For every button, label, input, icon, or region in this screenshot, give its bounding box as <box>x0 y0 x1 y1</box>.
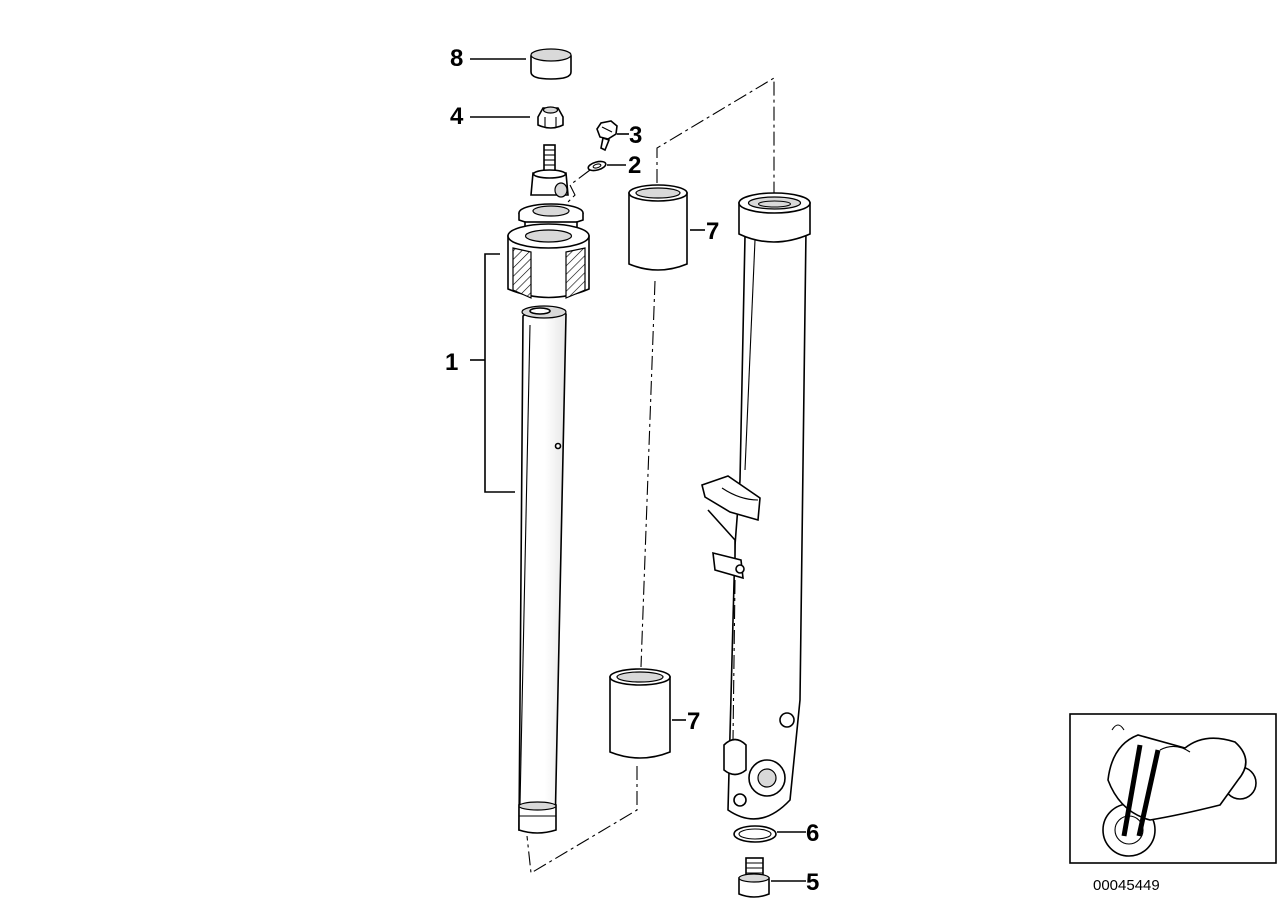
assembly-line-slider <box>732 579 736 741</box>
part-1-fork-tube[interactable] <box>507 144 590 834</box>
part-7-bushing-lower[interactable] <box>609 668 671 759</box>
callout-3: 3 <box>629 122 642 149</box>
part-6-o-ring[interactable] <box>733 825 777 843</box>
assembly-line-bushing <box>656 77 775 193</box>
motorcycle-thumbnail-icon <box>1069 713 1277 864</box>
callout-7-upper: 7 <box>706 218 719 245</box>
part-7-bushing-upper[interactable] <box>628 184 688 271</box>
callout-5: 5 <box>806 869 819 896</box>
callout-7-lower: 7 <box>687 708 700 735</box>
callout-4: 4 <box>450 103 464 130</box>
callout-6: 6 <box>806 820 819 847</box>
part-8-cap[interactable] <box>530 48 572 80</box>
part-2-washer[interactable] <box>587 160 607 172</box>
bracket-1 <box>484 253 515 493</box>
callout-8: 8 <box>450 45 463 72</box>
part-3-screw[interactable] <box>596 120 618 152</box>
assembly-line-bushings-mid <box>640 280 656 668</box>
part-5-screw[interactable] <box>738 857 770 898</box>
callout-2: 2 <box>628 152 641 179</box>
fork-slider[interactable] <box>701 192 811 820</box>
diagram-part-number: 00045449 <box>1093 877 1160 894</box>
assembly-line-bottom <box>526 766 638 874</box>
assembly-line-2 <box>561 169 591 209</box>
part-4-nut[interactable] <box>537 106 564 129</box>
callout-1: 1 <box>445 349 458 376</box>
